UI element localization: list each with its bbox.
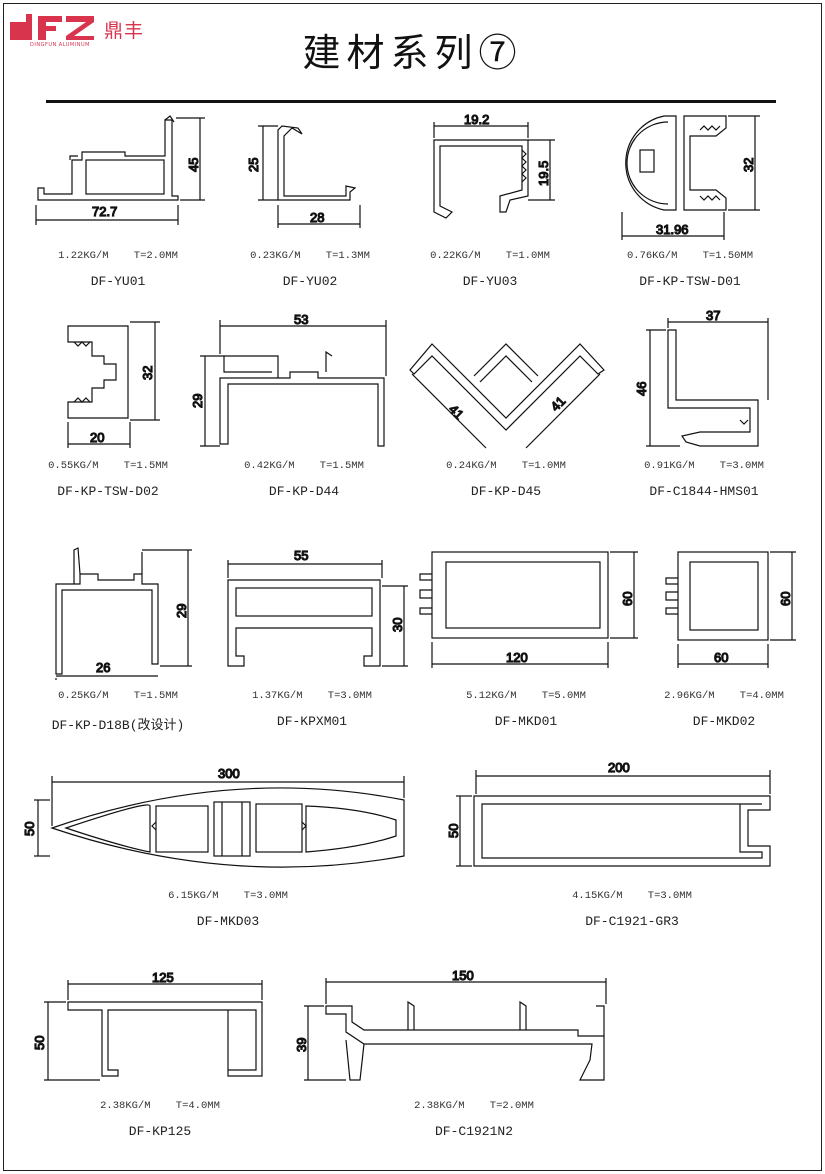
dim-c1921-gr3-width: 200 (608, 760, 630, 775)
profile-drawing-c1921n2 (304, 978, 607, 1081)
profile-drawing-kp-d44 (200, 320, 387, 447)
dim-kp-d44-height: 29 (190, 394, 205, 408)
dim-c1921n2-height: 39 (294, 1038, 309, 1052)
dim-kpxm01-height: 30 (390, 618, 405, 632)
title-underline (46, 100, 776, 103)
dim-mkd02-width: 60 (714, 650, 728, 665)
profile-drawing-yu02 (258, 125, 361, 228)
dim-kp-tsw-d01-height: 32 (741, 158, 756, 172)
spec-mkd03: 6.15KG/M T=3.0MM (168, 890, 288, 902)
dim-yu02-height: 25 (246, 158, 261, 172)
code-mkd03: DF-MKD03 (196, 914, 260, 929)
dim-kp-d44-width: 53 (294, 312, 308, 327)
code-kp125: DF-KP125 (128, 1124, 192, 1139)
dim-c1921n2-width: 150 (452, 968, 474, 983)
dim-yu03-width: 19.2 (464, 112, 489, 127)
code-c1844-hms01: DF-C1844-HMS01 (649, 484, 759, 499)
spec-yu01: 1.22KG/M T=2.0MM (58, 250, 178, 262)
spec-kp-d18b: 0.25KG/M T=1.5MM (58, 690, 178, 702)
code-kp-tsw-d02: DF-KP-TSW-D02 (57, 484, 159, 499)
spec-mkd02: 2.96KG/M T=4.0MM (664, 690, 784, 702)
spec-mkd01: 5.12KG/M T=5.0MM (466, 690, 586, 702)
dim-kpxm01-width: 55 (294, 548, 308, 563)
profile-drawing-mkd01 (419, 551, 638, 668)
profile-drawing-yu01 (35, 115, 205, 225)
dim-yu02-width: 28 (310, 210, 324, 225)
spec-kp-d45: 0.24KG/M T=1.0MM (446, 460, 566, 472)
dim-mkd02-height: 60 (778, 592, 793, 606)
logo-mark-icon (10, 14, 94, 40)
dim-mkd03-height: 50 (22, 822, 37, 836)
profile-drawing-kpxm01 (227, 560, 408, 667)
spec-kp-d44: 0.42KG/M T=1.5MM (244, 460, 364, 472)
spec-c1921-gr3: 4.15KG/M T=3.0MM (572, 890, 692, 902)
dim-kp125-height: 50 (32, 1036, 47, 1050)
code-yu02: DF-YU02 (282, 274, 338, 289)
code-mkd01: DF-MKD01 (494, 714, 558, 729)
code-mkd02: DF-MKD02 (692, 714, 756, 729)
brand-name-en: DINGFUN ALUMINUM (30, 42, 90, 48)
dim-yu01-height: 45 (186, 158, 201, 172)
profile-drawing-kp-tsw-d02 (67, 321, 160, 448)
dim-kp-d18b-height: 29 (174, 604, 189, 618)
code-kp-d44: DF-KP-D44 (268, 484, 340, 499)
spec-kpxm01: 1.37KG/M T=3.0MM (252, 690, 372, 702)
profile-drawing-kp-d18b (55, 547, 192, 680)
code-kp-tsw-d01: DF-KP-TSW-D01 (639, 274, 741, 289)
spec-c1844-hms01: 0.91KG/M T=3.0MM (644, 460, 764, 472)
profile-drawing-c1921-gr3 (456, 770, 771, 867)
profile-drawing-yu03 (433, 122, 555, 219)
dim-mkd01-height: 60 (620, 592, 635, 606)
spec-kp-tsw-d02: 0.55KG/M T=1.5MM (48, 460, 168, 472)
code-yu03: DF-YU03 (462, 274, 518, 289)
dim-kp-tsw-d01-width: 31.96 (656, 222, 689, 237)
brand-name-cn: 鼎丰 (104, 20, 145, 42)
code-yu01: DF-YU01 (90, 274, 146, 289)
code-kp-d18b: DF-KP-D18B(改设计) (51, 718, 185, 733)
code-c1921-gr3: DF-C1921-GR3 (585, 914, 679, 929)
dim-mkd01-width: 120 (506, 650, 528, 665)
profile-drawing-kp125 (44, 980, 263, 1081)
dim-yu01-width: 72.7 (92, 204, 117, 219)
spec-kp-tsw-d01: 0.76KG/M T=1.50MM (626, 250, 754, 262)
dim-c1844-height: 46 (634, 382, 649, 396)
profile-drawing-c1844-hms01 (646, 318, 769, 447)
profile-drawing-mkd02 (665, 551, 796, 668)
dim-mkd03-width: 300 (218, 766, 240, 781)
spec-yu03: 0.22KG/M T=1.0MM (430, 250, 550, 262)
profile-drawing-kp-d45 (409, 343, 605, 449)
page-frame (3, 3, 822, 1171)
spec-c1921n2: 2.38KG/M T=2.0MM (414, 1100, 534, 1112)
brand-logo: 鼎丰 DINGFUN ALUMINUM (8, 8, 148, 52)
dim-kp-tsw-d02-width: 20 (90, 430, 104, 445)
code-kp-d45: DF-KP-D45 (470, 484, 542, 499)
dim-kp-d18b-width: 26 (96, 660, 110, 675)
dim-kp125-width: 125 (152, 970, 174, 985)
dim-kp-d45-right: 41 (548, 393, 569, 414)
spec-yu02: 0.23KG/M T=1.3MM (250, 250, 370, 262)
dim-kp-d45-left: 41 (446, 402, 467, 423)
dim-yu03-height: 19.5 (536, 161, 551, 186)
profile-drawing-kp-tsw-d01 (621, 115, 760, 240)
profile-drawing-mkd03 (34, 776, 405, 868)
dim-kp-tsw-d02-height: 32 (140, 366, 155, 380)
dim-c1921-gr3-height: 50 (446, 824, 461, 838)
code-c1921n2: DF-C1921N2 (434, 1124, 513, 1139)
page-title: 建材系列⑦ (302, 31, 523, 75)
dim-c1844-width: 37 (706, 308, 720, 323)
spec-kp125: 2.38KG/M T=4.0MM (100, 1100, 220, 1112)
code-kpxm01: DF-KPXM01 (276, 714, 348, 729)
